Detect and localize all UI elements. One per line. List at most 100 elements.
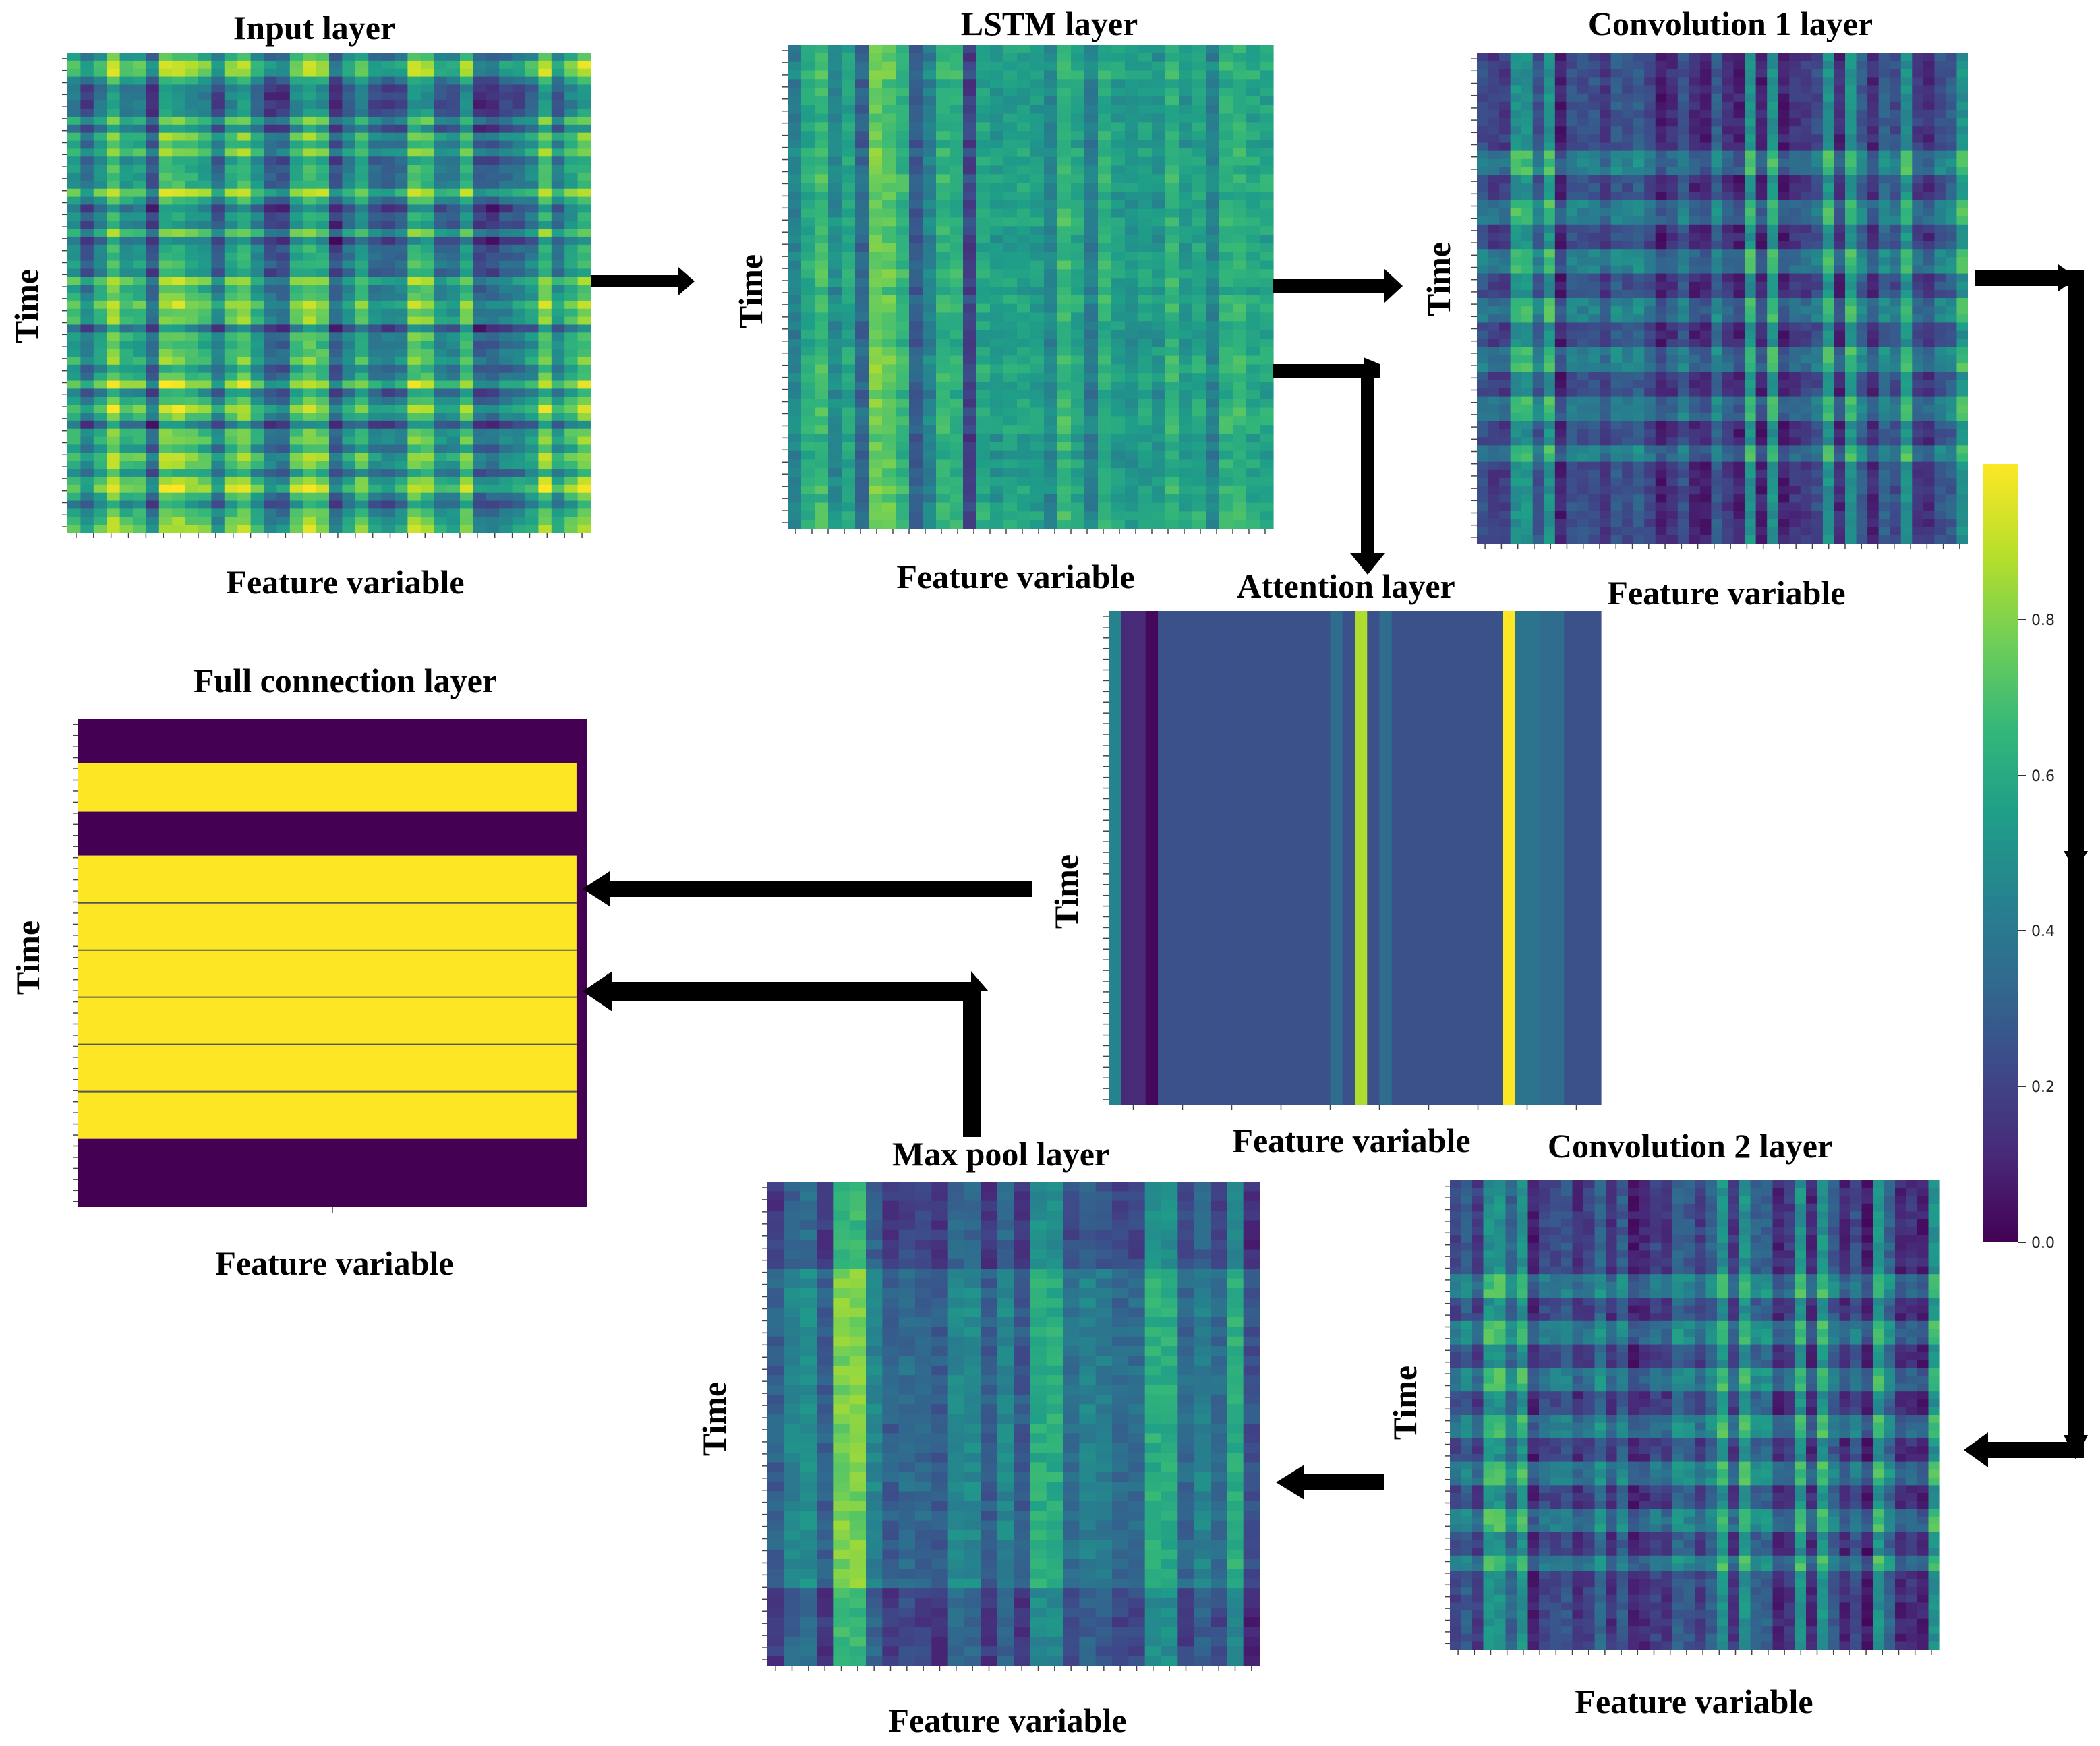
heatmap-cell <box>1165 96 1179 106</box>
heatmap-cell <box>460 260 473 269</box>
heatmap-cell <box>158 436 173 446</box>
heatmap-cell <box>828 511 842 521</box>
heatmap-cell <box>303 500 317 509</box>
heatmap-cell <box>381 436 395 446</box>
heatmap-cell <box>446 221 461 229</box>
heatmap-cell <box>289 76 303 86</box>
heatmap-cell <box>224 420 238 430</box>
heatmap-cell <box>395 397 408 405</box>
heatmap-cell <box>420 132 434 142</box>
heatmap-cell <box>499 268 513 277</box>
heatmap-cell <box>1165 105 1179 115</box>
heatmap-cell <box>1699 93 1712 103</box>
heatmap-cell <box>146 397 160 405</box>
heatmap-cell <box>368 252 382 262</box>
heatmap-cell <box>882 373 896 382</box>
heatmap-cell <box>1044 140 1058 149</box>
heatmap-cell <box>1219 122 1233 132</box>
heatmap-cell <box>211 349 225 357</box>
heatmap-cell <box>107 293 121 301</box>
heatmap-cell <box>407 316 421 326</box>
heatmap-cell <box>1260 450 1274 461</box>
heatmap-cell <box>107 260 121 269</box>
heatmap-cell <box>407 53 421 61</box>
heatmap-cell <box>93 500 107 509</box>
heatmap-cell <box>395 476 408 486</box>
heatmap-cell <box>264 76 277 86</box>
heatmap-cell <box>499 285 513 293</box>
heatmap-cell <box>329 453 343 461</box>
heatmap-cell <box>788 295 802 305</box>
heatmap-cell <box>473 405 487 413</box>
heatmap-cell <box>1532 69 1544 78</box>
heatmap-cell <box>788 303 802 314</box>
heatmap-cell <box>1233 321 1247 330</box>
heatmap-cell <box>1206 399 1220 409</box>
heatmap-cell <box>185 156 199 165</box>
heatmap-cell <box>446 196 461 206</box>
heatmap-cell <box>355 332 369 341</box>
heatmap-cell <box>93 92 107 101</box>
heatmap-cell <box>936 494 950 504</box>
heatmap-cell <box>1192 70 1206 80</box>
heatmap-cell <box>119 221 134 229</box>
heatmap-cell <box>577 84 591 93</box>
heatmap-cell <box>788 494 802 504</box>
heatmap-cell <box>198 293 212 301</box>
heatmap-cell <box>67 60 81 69</box>
heatmap-cell <box>368 53 382 61</box>
heatmap-cell <box>146 476 160 486</box>
heatmap-cell <box>1192 183 1206 192</box>
heatmap-cell <box>446 349 461 357</box>
heatmap-cell <box>1260 442 1274 452</box>
heatmap-cell <box>828 355 842 365</box>
heatmap-cell <box>1811 93 1824 103</box>
heatmap-cell <box>237 140 252 149</box>
heatmap-cell <box>1044 79 1058 88</box>
heatmap-cell <box>303 300 317 310</box>
heatmap-cell <box>381 476 395 486</box>
heatmap-cell <box>1633 61 1645 69</box>
heatmap-cell <box>80 116 94 125</box>
heatmap-cell <box>107 517 121 525</box>
heatmap-cell <box>237 260 252 269</box>
heatmap-cell <box>1246 485 1260 495</box>
heatmap-cell <box>1165 131 1179 140</box>
heatmap-cell <box>882 468 896 477</box>
heatmap-cell <box>1138 131 1153 140</box>
heatmap-cell <box>1219 459 1233 469</box>
heatmap-cell <box>1521 53 1534 61</box>
heatmap-cell <box>446 60 461 69</box>
heatmap-cell <box>1057 511 1072 521</box>
heatmap-cell <box>1711 109 1723 119</box>
heatmap-cell <box>882 494 896 504</box>
heatmap-cell <box>1577 126 1589 135</box>
heatmap-cell <box>828 79 842 88</box>
heatmap-cell <box>329 116 343 125</box>
heatmap-cell <box>1577 109 1589 119</box>
heatmap-cell <box>342 244 356 254</box>
heatmap-cell <box>407 300 421 310</box>
heatmap-cell <box>1030 269 1045 279</box>
heatmap-cell <box>224 364 238 374</box>
heatmap-cell <box>1622 61 1634 69</box>
heatmap-cell <box>1179 433 1193 443</box>
heatmap-cell <box>1138 96 1153 106</box>
heatmap-cell <box>1206 217 1220 227</box>
heatmap-cell <box>434 180 448 190</box>
heatmap-cell <box>525 492 539 502</box>
heatmap-cell <box>211 109 225 117</box>
heatmap-cell <box>923 278 937 287</box>
heatmap-cell <box>1111 321 1126 330</box>
heatmap-cell <box>368 180 382 190</box>
heatmap-cell <box>303 388 317 397</box>
heatmap-cell <box>460 229 473 237</box>
heatmap-cell <box>815 208 829 219</box>
heatmap-cell <box>512 420 526 430</box>
heatmap-cell <box>842 122 856 132</box>
heatmap-cell <box>486 492 500 502</box>
heatmap-cell <box>1666 109 1679 119</box>
heatmap-cell <box>67 92 81 101</box>
heatmap-cell <box>1084 208 1099 219</box>
heatmap-cell <box>355 173 369 181</box>
